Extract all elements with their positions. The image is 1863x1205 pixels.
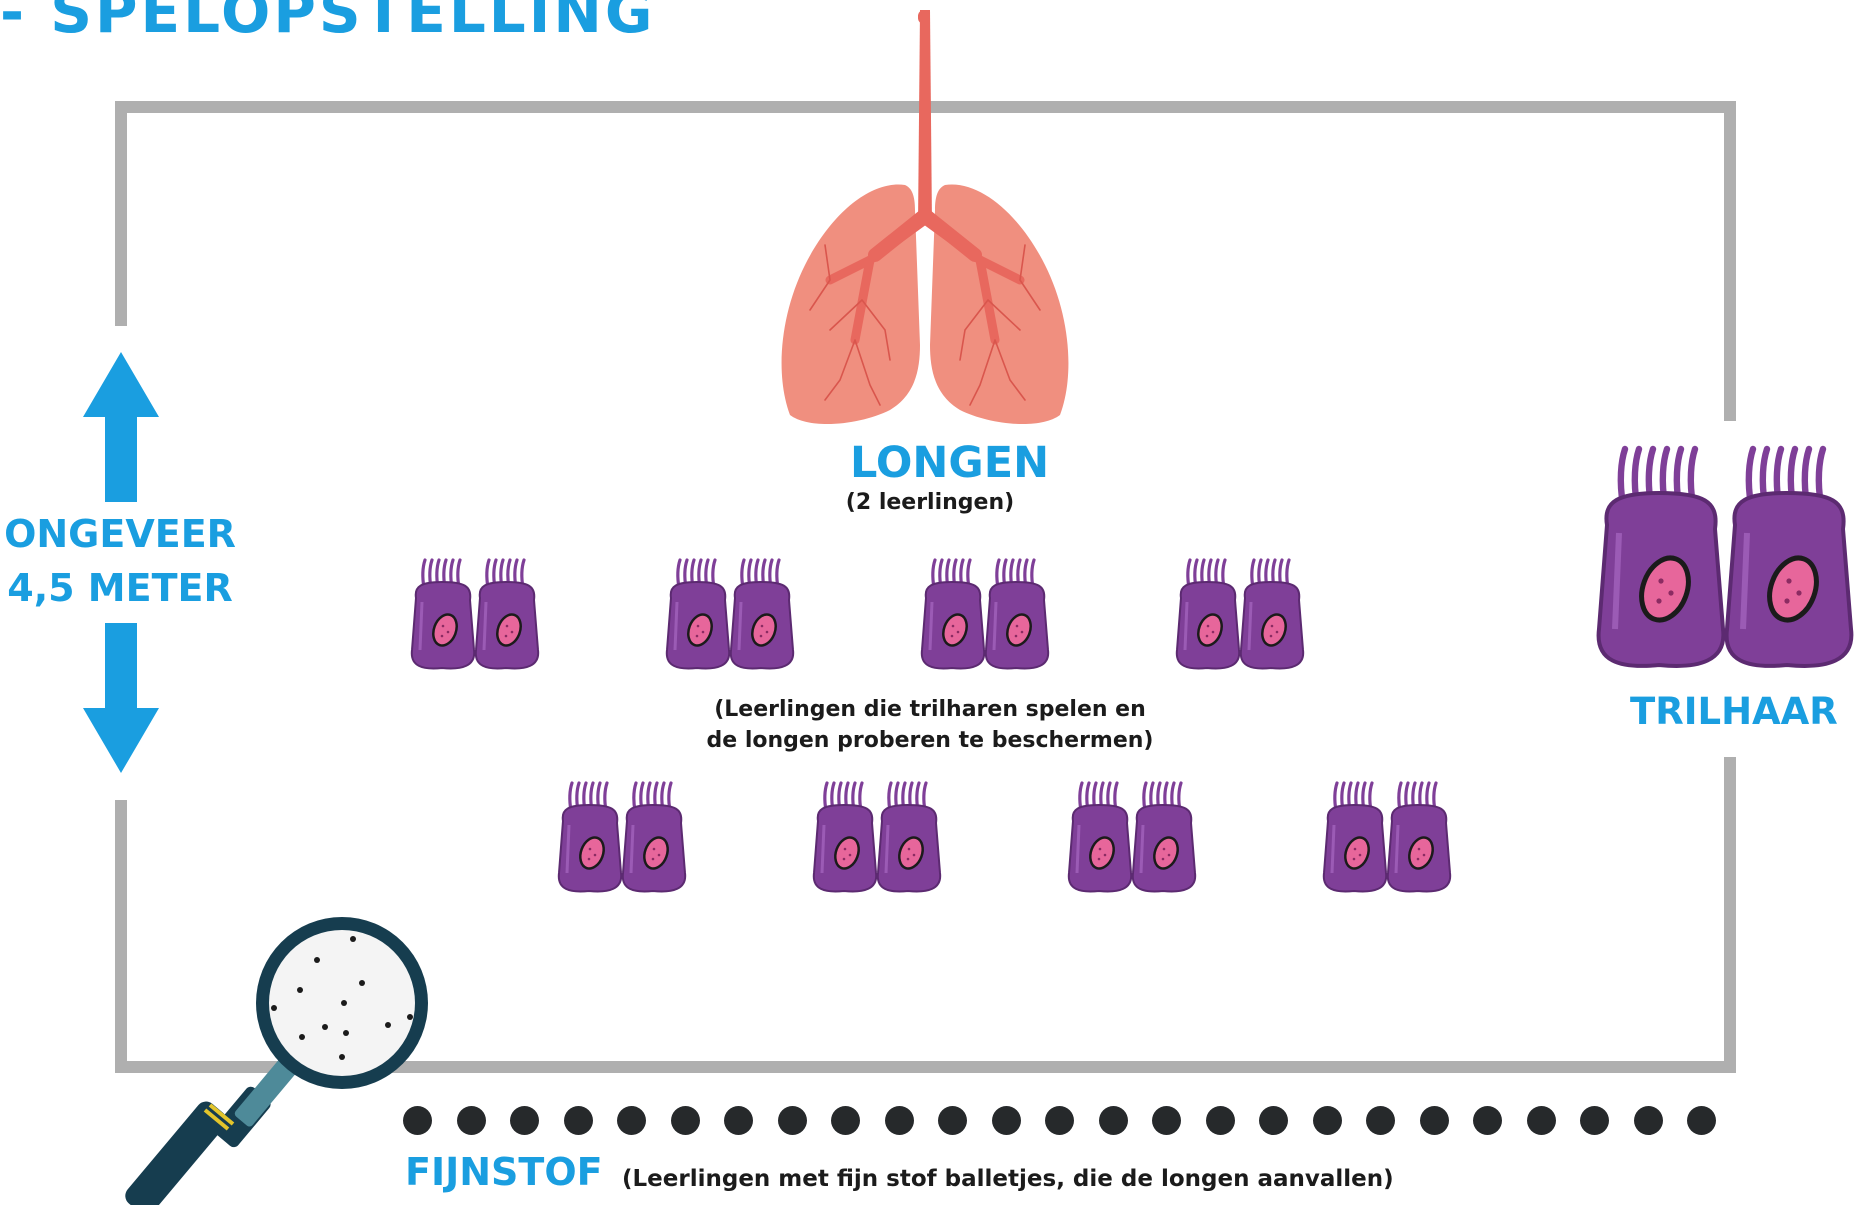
field-left-border-bottom <box>115 800 127 1073</box>
cilia-cell-pair-icon <box>1322 781 1454 893</box>
fine-dust-ball <box>1313 1106 1342 1135</box>
fine-dust-ball <box>778 1106 807 1135</box>
cilia-cell-pair <box>557 781 689 897</box>
cilia-cell-pair-icon <box>665 558 797 670</box>
fine-dust-ball <box>1687 1106 1716 1135</box>
fine-dust-ball <box>1366 1106 1395 1135</box>
cilia-cell-pair <box>812 781 944 897</box>
fine-dust-ball <box>938 1106 967 1135</box>
trilhaar-legend-label: Trilhaar <box>1630 690 1838 733</box>
cilia-cell-pair-icon <box>1175 558 1307 670</box>
cilia-cell-pair-icon <box>1067 781 1199 893</box>
fine-dust-ball <box>885 1106 914 1135</box>
cilia-cell-pair-icon <box>410 558 542 670</box>
lungs-icon <box>770 10 1080 430</box>
fine-dust-ball <box>1045 1106 1074 1135</box>
cilia-description-line1: (Leerlingen die trilharen spelen en <box>610 697 1250 722</box>
measurement-line1: ongeveer <box>0 512 240 556</box>
field-right-border-bottom <box>1724 757 1736 1073</box>
fine-dust-ball <box>1099 1106 1128 1135</box>
cilia-cell-pair <box>665 558 797 674</box>
cilia-cell-pair <box>920 558 1052 674</box>
trilhaar-legend-icon <box>1595 445 1859 673</box>
fine-dust-ball <box>1634 1106 1663 1135</box>
fine-dust-ball <box>831 1106 860 1135</box>
field-left-border-top <box>115 101 127 326</box>
lungs-label: Longen <box>850 438 1049 488</box>
fine-dust-ball <box>671 1106 700 1135</box>
fine-dust-ball <box>403 1106 432 1135</box>
fine-dust-ball <box>457 1106 486 1135</box>
cilia-cell-pair-icon <box>1595 445 1859 669</box>
measurement-line2: 4,5 meter <box>0 566 240 610</box>
cilia-description-line2: de longen proberen te beschermen) <box>610 728 1250 753</box>
fine-dust-ball <box>617 1106 646 1135</box>
cilia-cell-pair <box>1175 558 1307 674</box>
fine-dust-ball <box>992 1106 1021 1135</box>
fine-dust-ball <box>1527 1106 1556 1135</box>
arrow-up-icon <box>83 352 159 502</box>
arrow-down-icon <box>83 623 159 773</box>
fine-dust-ball <box>1152 1106 1181 1135</box>
fine-dust-description: (Leerlingen met fijn stof balletjes, die… <box>622 1166 1394 1192</box>
fine-dust-label: Fijnstof <box>405 1150 603 1194</box>
fine-dust-ball <box>1420 1106 1449 1135</box>
cilia-cell-pair <box>1322 781 1454 897</box>
cilia-cell-pair <box>410 558 542 674</box>
page-title: - spelopstelling <box>0 0 655 46</box>
field-right-border-top <box>1724 101 1736 421</box>
cilia-cell-pair <box>1067 781 1199 897</box>
fine-dust-ball <box>1473 1106 1502 1135</box>
fine-dust-ball <box>1580 1106 1609 1135</box>
cilia-cell-pair-icon <box>557 781 689 893</box>
fine-dust-ball <box>1206 1106 1235 1135</box>
cilia-cell-pair-icon <box>812 781 944 893</box>
fine-dust-ball <box>724 1106 753 1135</box>
fine-dust-ball <box>1259 1106 1288 1135</box>
lungs-count-note: (2 leerlingen) <box>830 490 1030 515</box>
fine-dust-ball <box>564 1106 593 1135</box>
fine-dust-ball <box>510 1106 539 1135</box>
cilia-cell-pair-icon <box>920 558 1052 670</box>
